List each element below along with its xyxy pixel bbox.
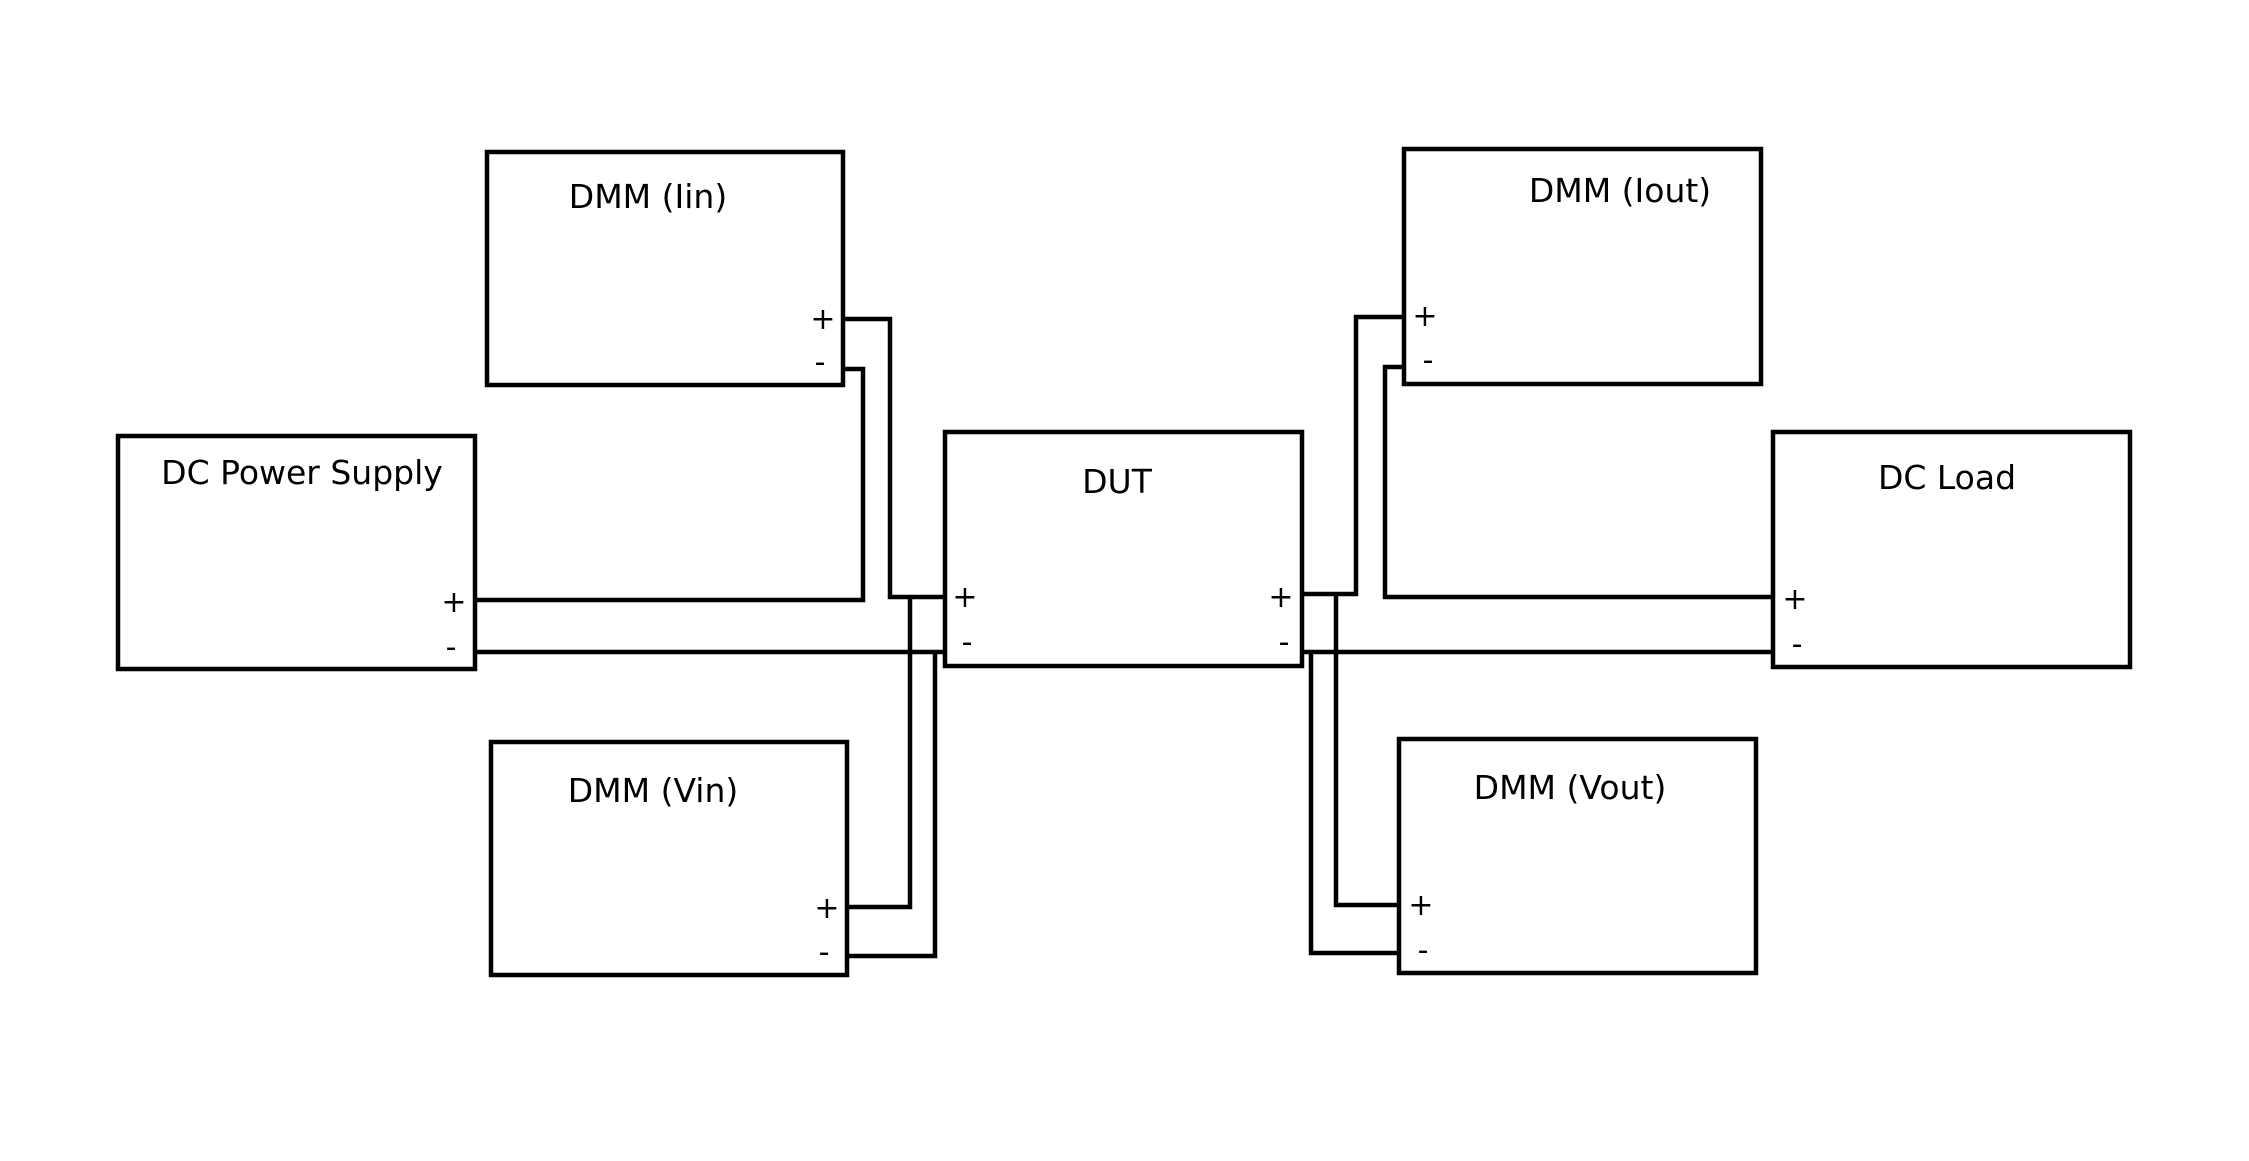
wire-dut-plus-to-dmm-iout-plus <box>1298 314 1402 597</box>
dc-power-supply-minus-terminal: - <box>446 630 457 665</box>
dmm-iin-minus-terminal: - <box>815 345 826 380</box>
dc-power-supply-box: DC Power Supply + - <box>115 433 478 672</box>
dmm-vout-plus-terminal: + <box>1408 888 1433 923</box>
dc-load-box: DC Load + - <box>1770 429 2133 670</box>
dmm-iout-plus-terminal: + <box>1412 299 1437 334</box>
dut-frame <box>942 429 1305 669</box>
wire-dmm-iin-plus-to-dut-plus <box>843 316 943 600</box>
dmm-vout-title: DMM (Vout) <box>1474 768 1667 807</box>
dmm-vin-frame <box>488 739 850 978</box>
dut-minus-output-terminal: - <box>1279 625 1290 660</box>
dut-plus-output-terminal: + <box>1268 580 1293 615</box>
dut-plus-input-terminal: + <box>952 580 977 615</box>
dmm-iin-plus-terminal: + <box>810 302 835 337</box>
dc-load-minus-terminal: - <box>1792 627 1803 662</box>
dut-minus-input-terminal: - <box>962 625 973 660</box>
dmm-vin-box: DMM (Vin) + - <box>488 739 850 978</box>
dc-power-supply-title: DC Power Supply <box>161 453 443 492</box>
wire-dmm-vout-minus <box>1308 652 1397 956</box>
dmm-iout-minus-terminal: - <box>1423 343 1434 378</box>
dc-power-supply-plus-terminal: + <box>441 585 466 620</box>
dmm-vout-minus-terminal: - <box>1418 933 1429 968</box>
dut-box: DUT + - + - <box>942 429 1305 669</box>
dmm-iout-frame <box>1401 146 1764 387</box>
wire-dmm-vout-plus <box>1333 594 1397 908</box>
dmm-vout-frame <box>1396 736 1759 976</box>
dmm-vout-box: DMM (Vout) + - <box>1396 736 1759 976</box>
dmm-vin-plus-terminal: + <box>814 891 839 926</box>
wire-dmm-vin-plus <box>847 597 913 910</box>
dc-load-frame <box>1770 429 2133 670</box>
dmm-iout-box: DMM (Iout) + - <box>1401 146 1764 387</box>
dmm-iin-title: DMM (Iin) <box>569 177 727 216</box>
wire-dmm-iout-minus-to-load-plus <box>1382 364 1771 600</box>
dc-load-plus-terminal: + <box>1782 582 1807 617</box>
dmm-vin-minus-terminal: - <box>819 935 830 970</box>
dc-power-supply-frame <box>115 433 478 672</box>
wire-dmm-vin-minus <box>847 652 938 959</box>
dmm-iin-frame <box>484 149 846 388</box>
wire-psu-plus-to-dmm-iin-minus <box>475 366 866 603</box>
dut-title: DUT <box>1082 462 1153 501</box>
dmm-iin-box: DMM (Iin) + - <box>484 149 846 388</box>
dmm-iout-title: DMM (Iout) <box>1529 171 1711 210</box>
dc-load-title: DC Load <box>1878 458 2016 497</box>
dmm-vin-title: DMM (Vin) <box>568 771 739 810</box>
